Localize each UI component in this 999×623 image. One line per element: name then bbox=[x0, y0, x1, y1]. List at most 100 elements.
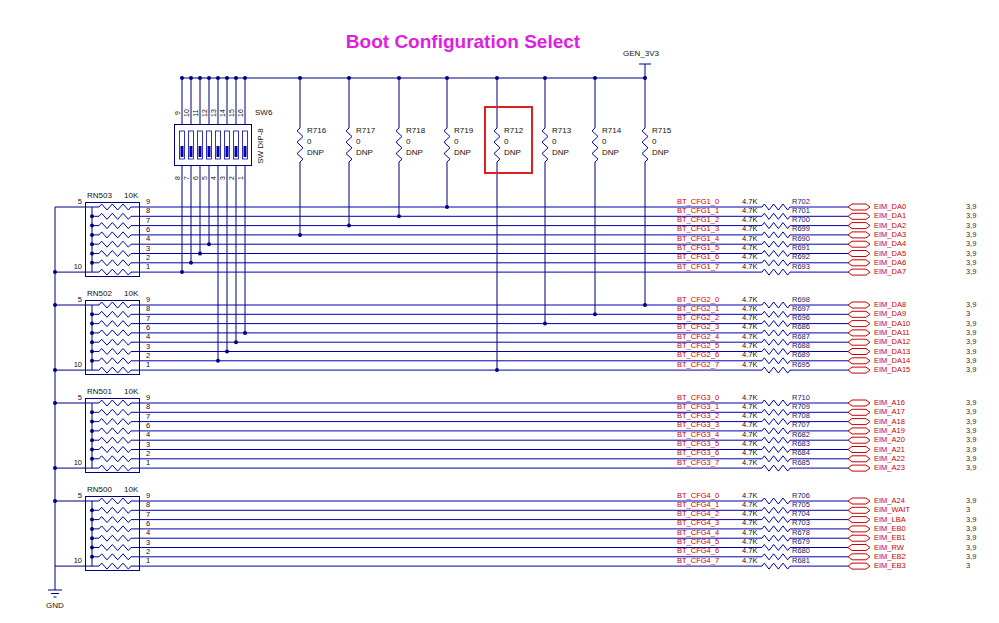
net-label: EIM_EB1 bbox=[874, 533, 906, 543]
port-symbol bbox=[848, 204, 870, 210]
ref-designator: R709 bbox=[792, 402, 810, 412]
ref-designator: R678 bbox=[792, 528, 810, 538]
junction-dot bbox=[90, 508, 94, 512]
pin-number: 13 bbox=[209, 109, 219, 117]
net-label: EIM_WAIT bbox=[874, 505, 910, 515]
resistor-symbol bbox=[92, 437, 848, 443]
net-label: BT_CFG2_4 bbox=[677, 332, 719, 342]
junction-dot bbox=[298, 76, 302, 80]
pin-number: 10 bbox=[74, 458, 82, 468]
port-symbol bbox=[848, 456, 870, 462]
wire bbox=[55, 566, 92, 567]
component-value: 10K bbox=[124, 191, 138, 201]
ref-designator: R716 bbox=[307, 126, 326, 136]
ref-designator: R686 bbox=[792, 322, 810, 332]
sheet-reference: 3,9 bbox=[966, 328, 976, 338]
junction-dot bbox=[53, 401, 57, 405]
sheet-reference: 3,9 bbox=[966, 365, 976, 375]
junction-dot bbox=[90, 555, 94, 559]
junction-dot bbox=[593, 312, 597, 316]
net-label: BT_CFG1_3 bbox=[677, 224, 719, 234]
dnp-marker: DNP bbox=[652, 148, 669, 158]
wire bbox=[595, 78, 596, 128]
switch-toggle bbox=[234, 131, 239, 159]
resistor-symbol bbox=[396, 128, 402, 162]
resistor-symbol bbox=[92, 456, 848, 462]
component-designator: RN503 bbox=[87, 191, 112, 201]
pin-number: 3 bbox=[146, 440, 150, 450]
resistor-value: 4.7K bbox=[742, 411, 757, 421]
sheet-reference: 3,9 bbox=[966, 319, 976, 329]
port-symbol bbox=[848, 409, 870, 415]
dnp-marker: DNP bbox=[307, 148, 324, 158]
junction-dot bbox=[90, 536, 94, 540]
switch-toggle bbox=[216, 131, 221, 159]
junction-dot bbox=[216, 76, 220, 80]
sheet-reference: 3,9 bbox=[966, 398, 976, 408]
dnp-marker: DNP bbox=[552, 148, 569, 158]
pin-number: 3 bbox=[218, 176, 228, 180]
net-label: BT_CFG2_7 bbox=[677, 360, 719, 370]
net-label: EIM_A18 bbox=[874, 417, 905, 427]
switch-toggle bbox=[207, 131, 212, 159]
ref-designator: R703 bbox=[792, 518, 810, 528]
resistor-value: 4.7K bbox=[742, 546, 757, 556]
pin-number: 1 bbox=[146, 556, 150, 566]
ref-designator: R689 bbox=[792, 350, 810, 360]
resistor-network: RN50010K bbox=[85, 496, 140, 571]
dnp-marker: DNP bbox=[406, 148, 423, 158]
net-label: BT_CFG4_2 bbox=[677, 509, 719, 519]
resistor-symbol bbox=[92, 311, 848, 317]
ref-designator: R697 bbox=[792, 304, 810, 314]
pin-number: 6 bbox=[146, 421, 150, 431]
pin-number: 6 bbox=[146, 225, 150, 235]
switch-toggle bbox=[190, 146, 193, 157]
junction-dot bbox=[225, 76, 229, 80]
resistor-value: 4.7K bbox=[742, 509, 757, 519]
resistor-symbol bbox=[92, 465, 848, 471]
wire bbox=[218, 78, 219, 124]
net-label: EIM_DA15 bbox=[874, 365, 910, 375]
junction-dot bbox=[207, 242, 211, 246]
pin-number: 9 bbox=[146, 393, 150, 403]
wire bbox=[595, 162, 596, 314]
component-designator: RN502 bbox=[87, 289, 112, 299]
wire bbox=[182, 78, 645, 79]
resistor-symbol bbox=[92, 330, 848, 336]
pin-number: 9 bbox=[146, 295, 150, 305]
net-label: EIM_EB2 bbox=[874, 552, 906, 562]
port-symbol bbox=[848, 232, 870, 238]
pin-number: 1 bbox=[236, 176, 246, 180]
wire bbox=[209, 78, 210, 124]
port-symbol bbox=[848, 367, 870, 373]
resistor-symbol bbox=[92, 232, 848, 238]
ref-designator: R702 bbox=[792, 197, 810, 207]
ref-designator: R698 bbox=[792, 295, 810, 305]
resistor-symbol bbox=[92, 419, 848, 425]
junction-dot bbox=[495, 76, 499, 80]
junction-dot bbox=[90, 410, 94, 414]
ref-designator: R715 bbox=[652, 126, 671, 136]
switch-toggle bbox=[198, 131, 203, 159]
wire bbox=[191, 78, 192, 124]
junction-dot bbox=[198, 76, 202, 80]
sheet-reference: 3,9 bbox=[966, 426, 976, 436]
net-label: EIM_DA3 bbox=[874, 230, 906, 240]
wire bbox=[447, 78, 448, 128]
resistor-value: 4.7K bbox=[742, 332, 757, 342]
resistor-value: 4.7K bbox=[742, 360, 757, 370]
junction-dot bbox=[90, 546, 94, 550]
resistor-symbol bbox=[92, 358, 848, 364]
resistor-value: 4.7K bbox=[742, 518, 757, 528]
component-value: 10K bbox=[124, 485, 138, 495]
pin-number: 6 bbox=[191, 176, 201, 180]
wire bbox=[300, 78, 301, 128]
ref-designator: R701 bbox=[792, 206, 810, 216]
resistor-value: 4.7K bbox=[742, 215, 757, 225]
junction-dot bbox=[216, 359, 220, 363]
resistor-value: 4.7K bbox=[742, 556, 757, 566]
wire bbox=[645, 162, 646, 305]
wire bbox=[182, 78, 183, 124]
sheet-reference: 3,9 bbox=[966, 249, 976, 259]
ref-designator: R688 bbox=[792, 341, 810, 351]
